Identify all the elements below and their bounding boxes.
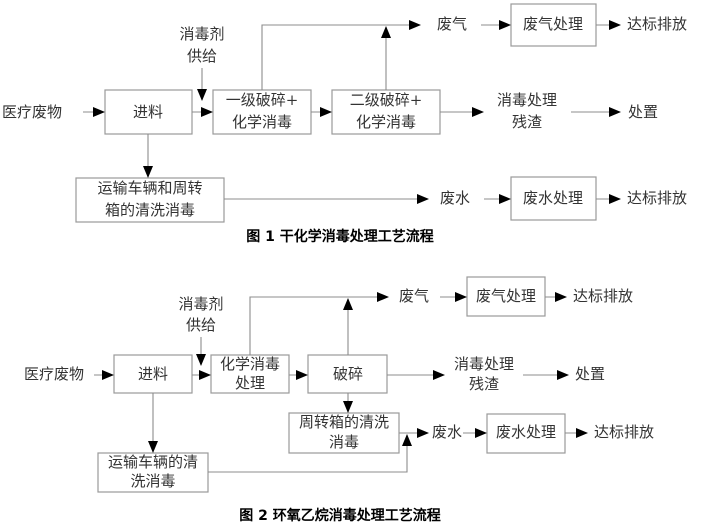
fig1-waste-water-label: 废水 bbox=[440, 189, 470, 207]
fig2-box-clean-label-1: 周转箱的清洗 bbox=[299, 413, 389, 431]
fig2-residue-label-1: 消毒处理 bbox=[454, 355, 514, 373]
fig2-vehicle-clean-label-2: 洗消毒 bbox=[130, 472, 175, 490]
fig1-residue-label-1: 消毒处理 bbox=[497, 91, 557, 109]
fig1-water-discharge-label: 达标排放 bbox=[627, 189, 687, 207]
fig2-feed-box bbox=[113, 354, 193, 394]
fig2-input-label: 医疗废物 bbox=[24, 365, 84, 383]
fig1-input-label: 医疗废物 bbox=[2, 103, 62, 121]
fig1-line-crush1-gas bbox=[261, 20, 421, 90]
fig1-cleaning-box bbox=[75, 177, 225, 223]
fig2-line-chem-gas bbox=[249, 292, 389, 355]
fig2-disposal-label: 处置 bbox=[575, 365, 605, 383]
fig2-line-vehicleclean-water bbox=[208, 434, 412, 473]
fig1-crush1-label-1: 一级破碎+ bbox=[226, 91, 299, 109]
fig1-crush2-label-1: 二级破碎+ bbox=[350, 91, 423, 109]
fig2-chem-label-2: 处理 bbox=[235, 374, 265, 392]
fig1-disposal-label: 处置 bbox=[628, 103, 658, 121]
fig2-feed-label: 进料 bbox=[138, 365, 168, 383]
fig1-disinfectant-label-2: 供给 bbox=[187, 47, 217, 65]
fig2-gas-treatment-box bbox=[466, 276, 546, 317]
fig2-chem-label-1: 化学消毒 bbox=[220, 355, 280, 373]
fig2-caption: 图 2 环氧乙烷消毒处理工艺流程 bbox=[239, 507, 441, 524]
fig2-chem-box bbox=[210, 354, 290, 394]
fig1-water-treatment-box bbox=[510, 176, 597, 221]
fig1-cleaning-label-2: 箱的清洗消毒 bbox=[105, 201, 195, 219]
fig1-feed-box bbox=[104, 89, 193, 135]
fig2-waste-water-label: 废水 bbox=[432, 423, 462, 441]
figure-1: 医疗废物 进料 消毒剂 供给 一级破碎+ 化学消毒 二级破碎+ 化学消毒 废气 … bbox=[2, 3, 687, 245]
fig1-residue-label-2: 残渣 bbox=[512, 113, 542, 131]
fig1-crush1-label-2: 化学消毒 bbox=[232, 113, 292, 131]
fig1-crush2-label-2: 化学消毒 bbox=[356, 113, 416, 131]
fig1-primary-crush-box bbox=[212, 89, 312, 135]
fig2-disinfectant-label-2: 供给 bbox=[186, 316, 216, 334]
figure-2: 医疗废物 进料 消毒剂 供给 化学消毒 处理 破碎 废气 废气处理 达标排放 消… bbox=[24, 276, 654, 524]
fig1-water-treatment-label: 废水处理 bbox=[523, 189, 583, 207]
fig2-water-treatment-label: 废水处理 bbox=[496, 423, 556, 441]
fig2-box-clean-label-2: 消毒 bbox=[329, 433, 359, 451]
fig2-vehicle-clean-label-1: 运输车辆的清 bbox=[108, 453, 198, 471]
fig2-crush-label: 破碎 bbox=[333, 365, 363, 383]
fig2-gas-treatment-label: 废气处理 bbox=[476, 287, 536, 305]
fig1-feed-label: 进料 bbox=[133, 103, 163, 121]
fig2-water-treatment-box bbox=[486, 413, 566, 454]
fig1-caption: 图 1 干化学消毒处理工艺流程 bbox=[246, 228, 434, 245]
fig2-crush-box bbox=[307, 354, 388, 394]
fig1-gas-discharge-label: 达标排放 bbox=[627, 15, 687, 33]
fig1-disinfectant-label-1: 消毒剂 bbox=[179, 25, 224, 43]
fig2-waste-gas-label: 废气 bbox=[399, 287, 429, 305]
fig2-gas-discharge-label: 达标排放 bbox=[573, 287, 633, 305]
fig2-water-discharge-label: 达标排放 bbox=[594, 423, 654, 441]
fig1-gas-treatment-label: 废气处理 bbox=[523, 15, 583, 33]
fig1-cleaning-label-1: 运输车辆和周转 bbox=[97, 179, 202, 197]
fig1-waste-gas-label: 废气 bbox=[437, 15, 467, 33]
fig2-residue-label-2: 残渣 bbox=[469, 375, 499, 393]
fig2-disinfectant-label-1: 消毒剂 bbox=[178, 295, 223, 313]
fig2-box-clean-box bbox=[288, 412, 400, 454]
